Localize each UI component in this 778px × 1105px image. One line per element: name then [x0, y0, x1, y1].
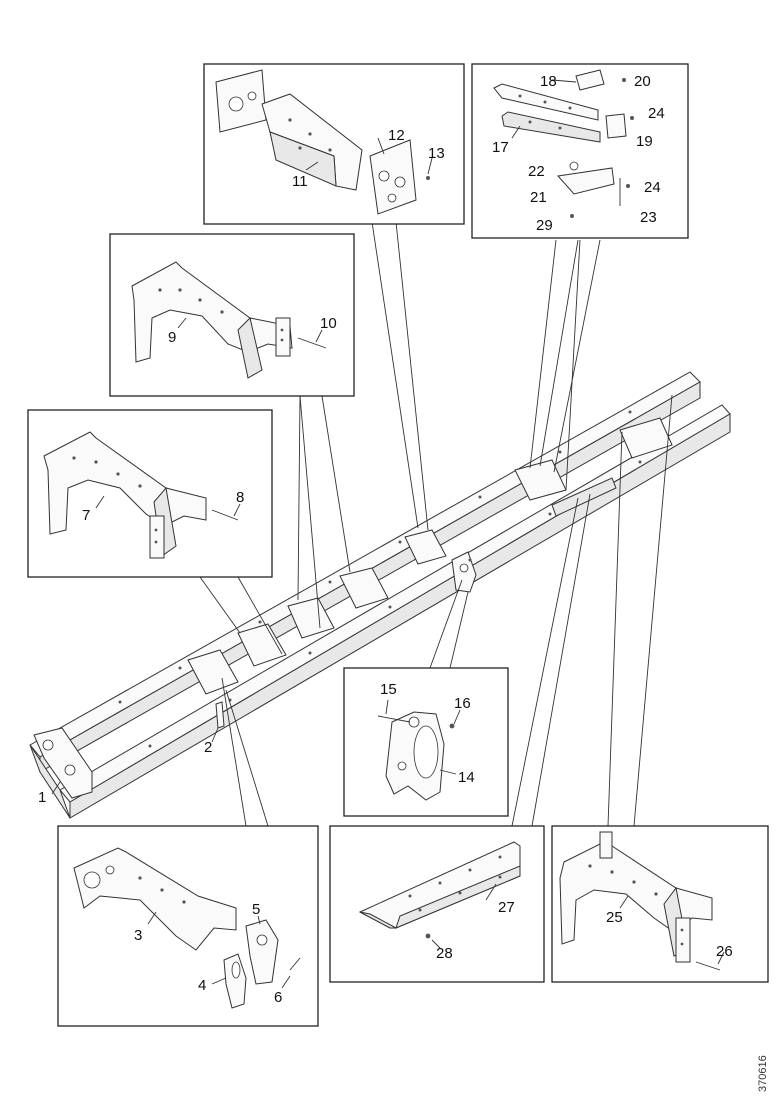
- part-5-bracket: [245, 919, 279, 985]
- part-15-bolt: [377, 715, 411, 723]
- callout-5: 5: [252, 901, 260, 918]
- part-19-clamp: [605, 113, 627, 139]
- part-28-nut: [425, 933, 431, 939]
- callout-17: 17: [492, 139, 509, 156]
- front-end-plate: [29, 744, 71, 819]
- callout-20: 20: [634, 73, 651, 90]
- frame-crossmember-9: [287, 597, 335, 639]
- callout-13: 13: [428, 145, 445, 162]
- callout-19: 19: [636, 133, 653, 150]
- part-29-nut: [570, 214, 574, 218]
- part-7-end-flange: [149, 515, 165, 559]
- part-22-washer: [569, 161, 579, 171]
- callout-11: 11: [292, 173, 308, 190]
- part-12-bracket: [369, 139, 417, 215]
- detail-box-crossmember-3: 3 4 5 6: [57, 825, 319, 1027]
- part-16-nut: [449, 723, 455, 729]
- frame-crossmember-7: [237, 623, 287, 667]
- frame-bracket-27: [551, 477, 617, 517]
- callout-15: 15: [380, 681, 397, 698]
- chassis-frame: [29, 371, 731, 819]
- rail-rivets: [118, 410, 642, 748]
- frame-tow-hook-2: [215, 701, 225, 729]
- callout-3: 3: [134, 927, 142, 944]
- callout-29: 29: [536, 217, 553, 234]
- callout-12: 12: [388, 127, 405, 144]
- detail-box-crossmember-11: 11 12 13: [203, 63, 465, 225]
- part-10-bolt: [297, 337, 327, 349]
- frame-crossmember-11: [404, 529, 447, 565]
- detail-box-bracket-14: 15 16 14: [343, 667, 509, 817]
- main-frame-callouts: 1 2: [38, 727, 219, 806]
- callout-16: 16: [454, 695, 471, 712]
- frame-crossmember-25: [619, 417, 673, 459]
- part-18-clip: [575, 69, 605, 91]
- document-number: 370616: [757, 1055, 769, 1092]
- callout-24-upper: 24: [648, 105, 665, 122]
- callout-27: 27: [498, 899, 515, 916]
- part-24-nut-upper: [630, 116, 634, 120]
- detail-box-crossmember-9: 9 10: [109, 233, 355, 397]
- leader-lines: [199, 221, 673, 827]
- part-26-bolt: [695, 961, 721, 971]
- callout-6: 6: [274, 989, 282, 1006]
- part-20-nut: [622, 78, 626, 82]
- callout-2: 2: [204, 739, 212, 756]
- part-8-bolt: [211, 509, 239, 521]
- frame-crossmember-3: [187, 649, 239, 695]
- part-9-end-flange: [275, 317, 291, 357]
- part-24-nut-lower: [626, 184, 630, 188]
- callout-8: 8: [236, 489, 244, 506]
- callout-21: 21: [530, 189, 547, 206]
- frame-crossmember-9b: [339, 567, 389, 609]
- part-13-bolt: [426, 176, 430, 180]
- callout-26: 26: [716, 943, 733, 960]
- callout-24-lower: 24: [644, 179, 661, 196]
- callout-28: 28: [436, 945, 453, 962]
- part-21-plate: [557, 167, 615, 195]
- detail-box-brackets-17: 18 20 24 17 19 22 21 24 29 23: [471, 63, 689, 239]
- callout-25: 25: [606, 909, 623, 926]
- part-17-lower: [501, 111, 601, 143]
- callout-1: 1: [38, 789, 46, 806]
- callout-7: 7: [82, 507, 90, 524]
- detail-box-crossmember-25: 25 26 25 24: [551, 825, 769, 983]
- detail-box-crossmember-7: 7 8: [27, 409, 273, 578]
- part-3-crossmember: [73, 847, 237, 951]
- callout-23: 23: [640, 209, 657, 226]
- callout-10: 10: [320, 315, 337, 332]
- callout-14: 14: [458, 769, 475, 786]
- near-side-rail-web: [69, 413, 731, 819]
- callout-22: 22: [528, 163, 545, 180]
- callout-18: 18: [540, 73, 557, 90]
- part-4-hook: [223, 953, 247, 1009]
- callout-4: 4: [198, 977, 206, 994]
- callout-9: 9: [168, 329, 176, 346]
- detail-box-bracket-27: 27 28: [329, 825, 545, 983]
- part-25-end-flange: [675, 917, 691, 963]
- part-6-bolt: [289, 957, 301, 971]
